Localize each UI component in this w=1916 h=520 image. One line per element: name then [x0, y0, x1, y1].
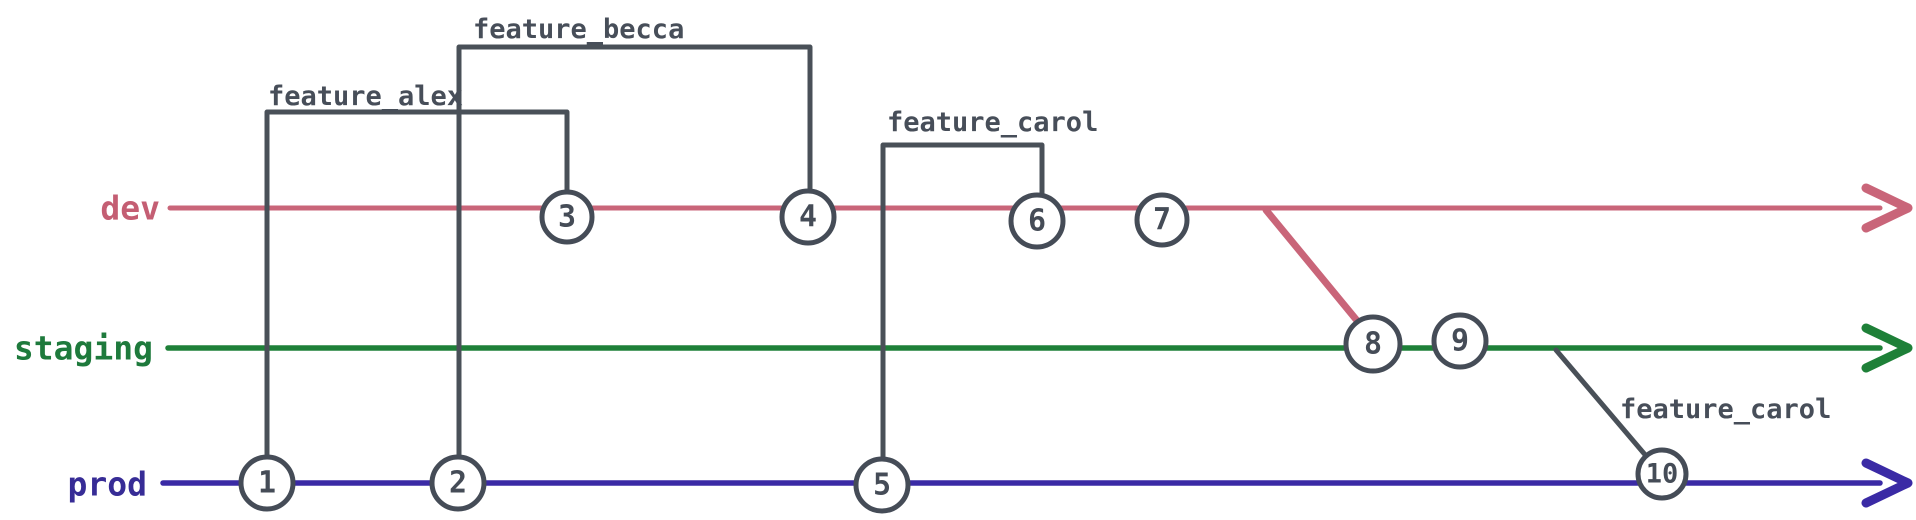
dev-to-staging-merge-line — [1262, 206, 1363, 327]
commit-node-1: 1 — [238, 454, 296, 512]
feature-becca-bracket — [456, 44, 813, 483]
feature-label-becca: feature_becca — [473, 14, 684, 45]
commit-label-6: 6 — [1028, 204, 1046, 239]
feature-label-carol-bottom: feature_carol — [1620, 394, 1831, 425]
commit-label-10: 10 — [1646, 459, 1679, 490]
commit-label-2: 2 — [449, 466, 467, 501]
commit-node-4: 4 — [779, 188, 837, 246]
feature-label-alex: feature_alex — [268, 81, 463, 112]
commit-label-3: 3 — [558, 200, 576, 235]
commit-label-9: 9 — [1451, 324, 1469, 359]
commit-node-7: 7 — [1134, 192, 1190, 248]
commit-label-1: 1 — [258, 466, 276, 501]
commit-node-8: 8 — [1343, 314, 1403, 374]
commit-node-9: 9 — [1431, 312, 1489, 370]
commit-node-5: 5 — [853, 456, 911, 514]
commit-label-7: 7 — [1153, 203, 1171, 238]
branch-label-dev: dev — [100, 189, 160, 228]
commit-node-6: 6 — [1008, 192, 1066, 250]
feature-label-carol-top: feature_carol — [887, 107, 1098, 138]
commit-label-8: 8 — [1364, 327, 1382, 362]
branch-label-prod: prod — [68, 465, 147, 504]
staging-arrowhead-icon — [1861, 323, 1913, 373]
branch-label-staging: staging — [14, 329, 153, 368]
staging-to-prod-merge-line — [1553, 347, 1650, 460]
commit-label-5: 5 — [873, 468, 891, 503]
commit-label-4: 4 — [799, 200, 817, 235]
commit-node-3: 3 — [539, 189, 595, 245]
dev-arrowhead-icon — [1861, 183, 1913, 233]
prod-arrowhead-icon — [1861, 458, 1913, 508]
feature-carol-bracket — [880, 142, 1045, 485]
feature-alex-bracket — [264, 109, 570, 483]
commit-node-2: 2 — [429, 454, 487, 512]
commit-node-10: 10 — [1635, 447, 1689, 501]
